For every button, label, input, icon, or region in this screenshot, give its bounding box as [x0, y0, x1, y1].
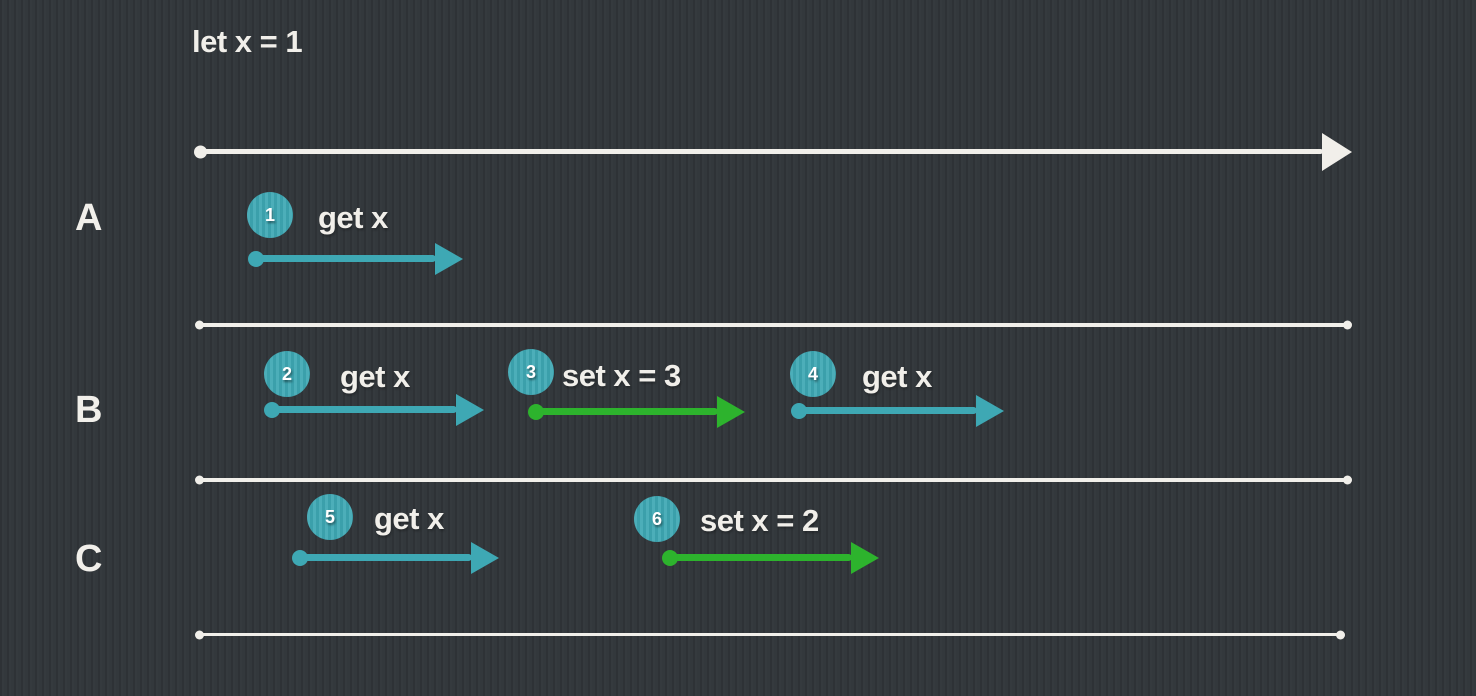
- op-4-label: get x: [862, 359, 932, 394]
- step-2-badge: 2: [264, 351, 310, 397]
- row-label-a: A: [75, 197, 103, 239]
- op-5-get-arrow: [296, 554, 472, 561]
- op-2-get-arrow: [268, 406, 457, 413]
- step-3-badge: 3: [508, 349, 554, 395]
- step-2-number: 2: [281, 363, 292, 384]
- step-6-badge: 6: [634, 496, 680, 542]
- initial-assignment-label: let x = 1: [192, 24, 303, 59]
- row-label-b: B: [75, 389, 103, 431]
- op-5-label: get x: [374, 501, 444, 536]
- timeline-arrow: [197, 149, 1323, 154]
- op-3-set-arrow: [532, 408, 718, 415]
- op-2-label: get x: [340, 359, 410, 394]
- row-label-c: C: [75, 538, 103, 580]
- step-4-number: 4: [807, 363, 818, 384]
- step-1-badge: 1: [247, 192, 293, 238]
- separator-line-ab: [197, 323, 1350, 327]
- op-1-label: get x: [318, 200, 388, 235]
- op-1-get-arrow: [252, 255, 436, 262]
- step-6-number: 6: [651, 508, 662, 529]
- step-5-number: 5: [324, 506, 335, 527]
- step-5-badge: 5: [307, 494, 353, 540]
- step-3-number: 3: [525, 361, 536, 382]
- op-6-label: set x = 2: [700, 503, 819, 538]
- step-1-number: 1: [264, 204, 275, 225]
- separator-line-bc: [197, 478, 1350, 482]
- op-6-set-arrow: [666, 554, 852, 561]
- step-4-badge: 4: [790, 351, 836, 397]
- op-3-label: set x = 3: [562, 358, 681, 393]
- op-4-get-arrow: [795, 407, 977, 414]
- bottom-line: [197, 633, 1343, 636]
